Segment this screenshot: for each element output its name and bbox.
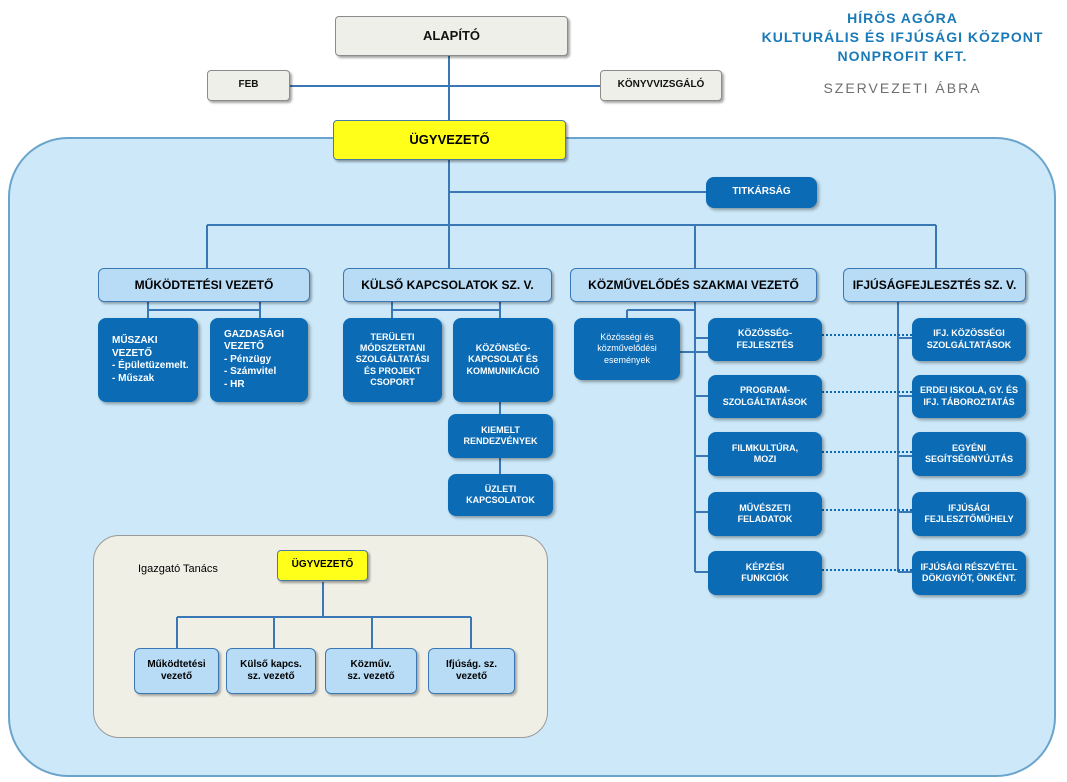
ceo-box: ÜGYVEZETŐ bbox=[333, 120, 566, 160]
featured-events-box: KIEMELT RENDEZVÉNYEK bbox=[448, 414, 553, 458]
community-development-box: KÖZÖSSÉG- FEJLESZTÉS bbox=[708, 318, 822, 361]
youth-participation-box: IFJÚSÁGI RÉSZVÉTEL DÖK/GYIÖT, ÖNKÉNT. bbox=[912, 551, 1026, 595]
title-line-1: HÍRÖS AGÓRA bbox=[847, 10, 958, 26]
org-subtitle: SZERVEZETI ÁBRA bbox=[823, 80, 982, 96]
public-relations-box: KÖZÖNSÉG- KAPCSOLAT ÉS KOMMUNIKÁCIÓ bbox=[453, 318, 553, 402]
training-functions-box: KÉPZÉSI FUNKCIÓK bbox=[708, 551, 822, 595]
founder-box: ALAPÍTÓ bbox=[335, 16, 568, 56]
youth-community-services-box: IFJ. KÖZÖSSÉGI SZOLGÁLTATÁSOK bbox=[912, 318, 1026, 361]
community-events-box: Közösségi és közművelődési események bbox=[574, 318, 680, 380]
regional-methodology-box: TERÜLETI MÓDSZERTANI SZOLGÁLTATÁSI ÉS PR… bbox=[343, 318, 442, 402]
artistic-tasks-box: MŰVÉSZETI FELADATOK bbox=[708, 492, 822, 536]
title-line-2: KULTURÁLIS ÉS IFJÚSÁGI KÖZPONT bbox=[761, 29, 1044, 45]
film-culture-box: FILMKULTÚRA, MOZI bbox=[708, 432, 822, 476]
youth-workshop-box: IFJÚSÁGI FEJLESZTŐMŰHELY bbox=[912, 492, 1026, 536]
technical-manager-box: MŰSZAKI VEZETŐ - Épületüzemelt. - Műszak bbox=[98, 318, 198, 402]
auditor-box: KÖNYVVIZSGÁLÓ bbox=[600, 70, 722, 101]
operations-head-box: MŰKÖDTETÉSI VEZETŐ bbox=[98, 268, 310, 302]
org-title: HÍRÖS AGÓRA KULTURÁLIS ÉS IFJÚSÁGI KÖZPO… bbox=[745, 9, 1060, 66]
board-label: Igazgató Tanács bbox=[138, 563, 218, 576]
external-relations-head-box: KÜLSŐ KAPCSOLATOK SZ. V. bbox=[343, 268, 552, 302]
culture-head-box: KÖZMŰVELŐDÉS SZAKMAI VEZETŐ bbox=[570, 268, 817, 302]
title-line-3: NONPROFIT KFT. bbox=[837, 48, 968, 64]
board-member-youth: Ifjúság. sz. vezető bbox=[428, 648, 515, 694]
board-member-operations: Működtetési vezető bbox=[134, 648, 219, 694]
business-relations-box: ÜZLETI KAPCSOLATOK bbox=[448, 474, 553, 516]
finance-manager-box: GAZDASÁGI VEZETŐ - Pénzügy - Számvitel -… bbox=[210, 318, 308, 402]
youth-head-box: IFJÚSÁGFEJLESZTÉS SZ. V. bbox=[843, 268, 1026, 302]
secretariat-box: TITKÁRSÁG bbox=[706, 177, 817, 208]
board-member-external: Külső kapcs. sz. vezető bbox=[226, 648, 316, 694]
individual-assistance-box: EGYÉNI SEGÍTSÉGNYÚJTÁS bbox=[912, 432, 1026, 476]
supervisory-board-box: FEB bbox=[207, 70, 290, 101]
program-services-box: PROGRAM- SZOLGÁLTATÁSOK bbox=[708, 375, 822, 418]
forest-school-camp-box: ERDEI ISKOLA, GY. ÉS IFJ. TÁBOROZTATÁS bbox=[912, 375, 1026, 418]
board-member-culture: Közműv. sz. vezető bbox=[325, 648, 417, 694]
board-ceo-box: ÜGYVEZETŐ bbox=[277, 550, 368, 581]
